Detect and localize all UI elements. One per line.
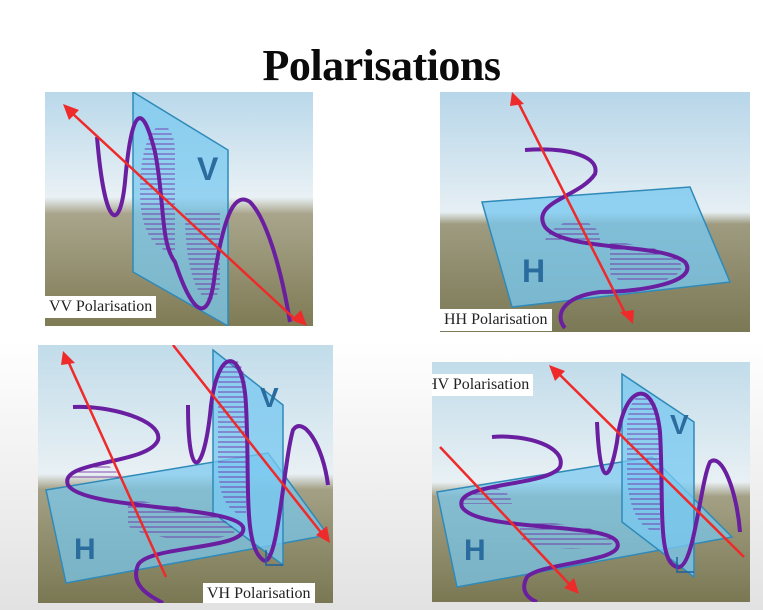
hv-caption: HV Polarisation [432,374,534,396]
plane-letter-v: V [197,151,219,187]
arrow-head [564,578,579,594]
vv-caption: VV Polarisation [45,296,157,318]
wave-hatching [520,522,614,549]
arrow-head [620,310,634,324]
propagation-arrow [172,345,324,536]
hv-polarisation-panel: H V HV Polarisation [432,362,750,602]
page-title: Polarisations [262,41,501,90]
wave-curve-vertical [595,391,742,569]
arrow-head [316,526,330,543]
wave-hatching [218,358,246,515]
right-angle-marker [676,557,694,573]
hh-diagram: H [440,92,750,332]
arrow-head [291,310,307,326]
propagation-arrow [72,113,299,323]
vv-diagram: V [45,92,313,326]
wave-curve-horizontal [459,434,620,602]
propagation-arrow [439,446,573,588]
plane-letter-h: H [464,534,486,567]
arrow-head [549,365,565,381]
hh-caption: HH Polarisation [440,309,552,331]
wave-hatching [185,212,220,300]
hh-polarisation-panel: H HH Polarisation [440,92,750,332]
plane-letter-v: V [260,382,279,413]
propagation-arrow [66,360,168,578]
wave-curve-vertical [186,359,330,563]
wave-curve-horizontal [65,404,246,603]
wave-hatching [68,464,120,480]
vh-caption: VH Polarisation [203,583,315,603]
wave-curve [95,116,292,323]
vh-diagram: H V [38,345,333,603]
hv-diagram: H V [432,362,750,602]
right-angle-marker [265,550,283,566]
wave-curve [524,147,690,330]
plane-letter-h: H [74,533,96,566]
propagation-arrow [515,99,629,318]
plane-letter-h: H [522,253,545,289]
arrow-head [510,92,524,106]
propagation-arrow [556,371,745,558]
wave-hatching [128,500,235,540]
arrow-head [61,351,75,365]
plane-letter-v: V [670,409,689,440]
vv-polarisation-panel: V VV Polarisation [45,92,313,326]
vh-polarisation-panel: H V VH Polarisation [38,345,333,603]
wave-hatching [627,393,660,532]
wave-hatching [140,125,175,252]
arrow-head [63,104,79,120]
